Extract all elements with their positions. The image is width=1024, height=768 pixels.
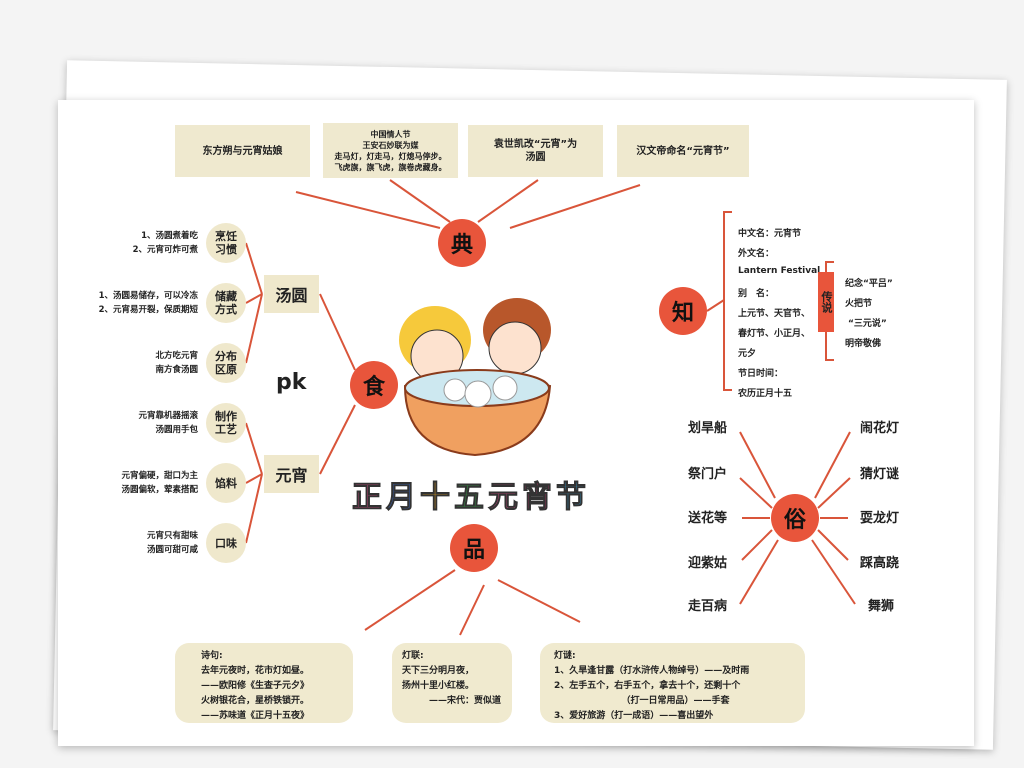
shi-topic-circle: 烹饪 习惯 [206, 223, 246, 263]
title-char: 五 [454, 480, 488, 516]
title-char: 宵 [522, 480, 556, 516]
custom-item-right: 耍龙灯 [860, 511, 900, 526]
shi-circle: 食 [350, 361, 398, 409]
zhi-line: 外文名： [738, 249, 775, 259]
festival-title: 正月十五元宵节 [352, 472, 590, 516]
zhi-circle: 知 [659, 287, 707, 335]
poem-box: 诗句: 去年元夜时，花市灯如昼。 ——欧阳修《生查子元夕》 火树银花合，星桥铁锁… [175, 643, 353, 723]
shi-topic-circle: 馅料 [206, 463, 246, 503]
zhi-line: 农历正月十五 [738, 389, 793, 399]
dian-item-2: 中国情人节 王安石妙联为媒 走马灯，灯走马，灯熄马停步。 飞虎旗，旗飞虎，旗卷虎… [323, 123, 458, 178]
custom-item-left: 送花等 [688, 511, 728, 526]
zhi-line: 节日时间： [738, 369, 784, 379]
title-char: 节 [556, 480, 590, 516]
shi-topic-circle: 储藏 方式 [206, 283, 246, 323]
zhi-line: 中文名：元宵节 [738, 229, 802, 239]
title-char: 元 [488, 480, 522, 516]
shi-topic-circle: 分布 区原 [206, 343, 246, 383]
legend-item: “三元说” [848, 319, 887, 329]
custom-item-left: 迎紫姑 [688, 556, 728, 571]
zhi-line: Lantern Festival [738, 266, 821, 276]
shi-topic-text: 1、汤圆煮着吃 2、元宵可炸可煮 [132, 231, 198, 255]
yuanxiao-box: 元宵 [264, 455, 319, 493]
zhi-line: 春灯节、小正月、 [738, 329, 811, 339]
custom-item-right: 踩高跷 [860, 556, 900, 571]
legend-item: 火把节 [845, 299, 873, 309]
shi-topic-circle: 口味 [206, 523, 246, 563]
custom-item-right: 舞狮 [868, 599, 895, 614]
pk-label: pk [276, 370, 307, 395]
shi-topic-text: 北方吃元宵 南方食汤圆 [155, 351, 198, 375]
shi-topic-text: 1、汤圆易储存，可以冷冻 2、元宵易开裂，保质期短 [98, 291, 198, 315]
custom-item-right: 闹花灯 [860, 421, 900, 436]
dian-circle: 典 [438, 219, 486, 267]
dian-item-4: 汉文帝命名“元宵节” [617, 125, 749, 177]
shi-topic-text: 元宵靠机器摇滚 汤圆用手包 [138, 411, 198, 435]
custom-item-left: 祭门户 [688, 467, 728, 482]
legend-tag: 传说 [818, 272, 834, 332]
couplet-box: 灯联: 天下三分明月夜， 扬州十里小红楼。 ——宋代：贾似道 [392, 643, 512, 723]
riddle-box: 灯谜: 1、久旱逢甘露（打水浒传人物绰号）——及时雨 2、左手五个，右手五个，拿… [540, 643, 805, 723]
legend-item: 明帝敬佛 [845, 339, 882, 349]
su-circle: 俗 [771, 494, 819, 542]
tangyuan-box: 汤圆 [264, 275, 319, 313]
custom-item-left: 走百病 [688, 599, 728, 614]
pin-circle: 品 [450, 524, 498, 572]
custom-item-left: 划旱船 [688, 421, 728, 436]
title-char: 月 [386, 480, 420, 516]
dian-item-3: 袁世凯改“元宵”为 汤圆 [468, 125, 603, 177]
legend-item: 纪念“平吕” [845, 279, 893, 289]
zhi-line: 上元节、天官节、 [738, 309, 811, 319]
dian-item-1: 东方朔与元宵姑娘 [175, 125, 310, 177]
shi-topic-text: 元宵只有甜味 汤圆可甜可咸 [146, 531, 198, 555]
custom-item-right: 猜灯谜 [860, 467, 900, 482]
shi-topic-circle: 制作 工艺 [206, 403, 246, 443]
children-bowl-illustration [399, 298, 552, 457]
title-char: 十 [420, 480, 454, 516]
zhi-line: 别 名： [738, 289, 775, 299]
title-char: 正 [352, 480, 386, 516]
zhi-line: 元夕 [738, 349, 757, 359]
shi-topic-text: 元宵偏硬，甜口为主 汤圆偏软，荤素搭配 [121, 471, 198, 495]
